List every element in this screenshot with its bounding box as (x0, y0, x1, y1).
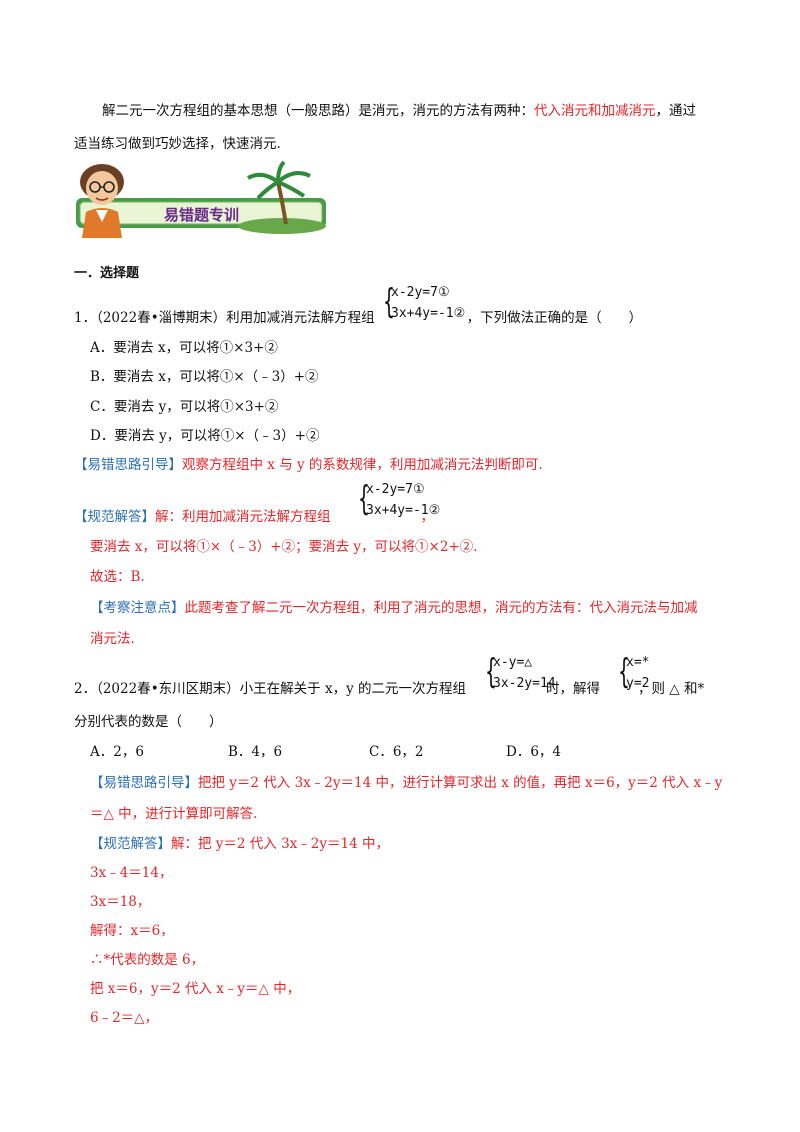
q1-hint: 【易错思路引导】观察方程组中 x 与 y 的系数规律，利用加减消元法判断即可. (74, 457, 543, 473)
q2-step-3: 解得：x＝6， (90, 923, 174, 939)
q2-option-a: A．2，6 (90, 744, 144, 760)
q1-solution: 【规范解答】解：利用加减消元法解方程组， (74, 509, 434, 525)
section-title: 一．选择题 (74, 266, 140, 281)
q2-hint: 【易错思路引导】把把 y＝2 代入 3x﹣2y＝14 中，进行计算可求出 x 的… (90, 775, 723, 791)
banner-illustration (76, 160, 326, 238)
q2-option-c: C．6，2 (369, 744, 424, 760)
q1-solution-line-2: 要消去 x，可以将①×（﹣3）+②；要消去 y，可以将①×2+②. (90, 539, 478, 555)
q1-note-label: 【考察注意点】 (90, 600, 185, 616)
q1-equation-system: { x-2y=7① 3x+4y=-1② (383, 282, 466, 322)
q1-solution-eq-2: 3x+4y=-1② (366, 503, 441, 518)
q1-option-b: B．要消去 x，可以将①×（﹣3）+② (90, 369, 319, 385)
q2-option-d: D．6，4 (506, 744, 562, 760)
intro-line-1: 解二元一次方程组的基本思想（一般思路）是消元，消元的方法有两种：代入消元和加减消… (102, 103, 696, 119)
q2-equation-2: 3x-2y=14 (493, 676, 556, 691)
q2-solution-label: 【规范解答】 (90, 836, 171, 852)
q1-solution-system: { x-2y=7① 3x+4y=-1② (358, 479, 441, 519)
q2-option-b: B．4，6 (228, 744, 283, 760)
q1-note: 【考察注意点】此题考查了解二元一次方程组，利用了消元的思想，消元的方法有：代入消… (90, 600, 698, 616)
mistake-banner: 易错题专训 (72, 160, 330, 238)
q1-note-line-2: 消元法. (90, 631, 135, 647)
q2-stem-line-2: 分别代表的数是（ ） (74, 714, 223, 730)
intro-line-2: 适当练习做到巧妙选择，快速消元. (74, 136, 281, 152)
q1-answer: 故选：B. (90, 569, 145, 585)
q2-step-6: 6﹣2＝△， (90, 1010, 159, 1026)
q2-step-2: 3x＝18， (90, 894, 151, 910)
q1-equation-2: 3x+4y=-1② (391, 306, 466, 321)
q2-hint-line-2: ＝△ 中，进行计算即可解答. (90, 806, 258, 822)
q2-solution-y: y=2 (626, 676, 650, 691)
q1-option-a: A．要消去 x，可以将①×3+② (90, 340, 278, 356)
q2-solution-x: x=* (626, 655, 650, 670)
q1-hint-label: 【易错思路引导】 (74, 457, 182, 473)
q2-hint-label: 【易错思路引导】 (90, 775, 198, 791)
q1-stem: 1．（2022春•淄博期末）利用加减消元法解方程组，下列做法正确的是（ ） (74, 310, 643, 326)
q1-solution-label: 【规范解答】 (74, 509, 155, 525)
q2-step-4: ∴*代表的数是 6， (90, 952, 205, 968)
q1-equation-1: x-2y=7① (391, 285, 450, 300)
q2-step-1: 3x﹣4＝14， (90, 865, 173, 881)
q2-step-5: 把 x＝6，y＝2 代入 x﹣y＝△ 中， (90, 981, 301, 997)
q1-option-c: C．要消去 y，可以将①×3+② (90, 399, 279, 415)
q2-solution-system: { x=* y=2 (618, 652, 650, 692)
q1-solution-eq-1: x-2y=7① (366, 482, 425, 497)
q2-equation-system: { x-y=△ 3x-2y=14 (485, 652, 556, 692)
q2-equation-1: x-y=△ (493, 655, 533, 670)
q2-solution: 【规范解答】解：把 y＝2 代入 3x﹣2y＝14 中， (90, 836, 389, 852)
intro-highlight: 代入消元和加减消元 (534, 103, 656, 119)
q2-stem: 2．（2022春•东川区期末）小王在解关于 x，y 的二元一次方程组时，解得，则… (74, 681, 705, 697)
q1-option-d: D．要消去 y，可以将①×（﹣3）+② (90, 428, 320, 444)
banner-title: 易错题专训 (164, 206, 240, 224)
